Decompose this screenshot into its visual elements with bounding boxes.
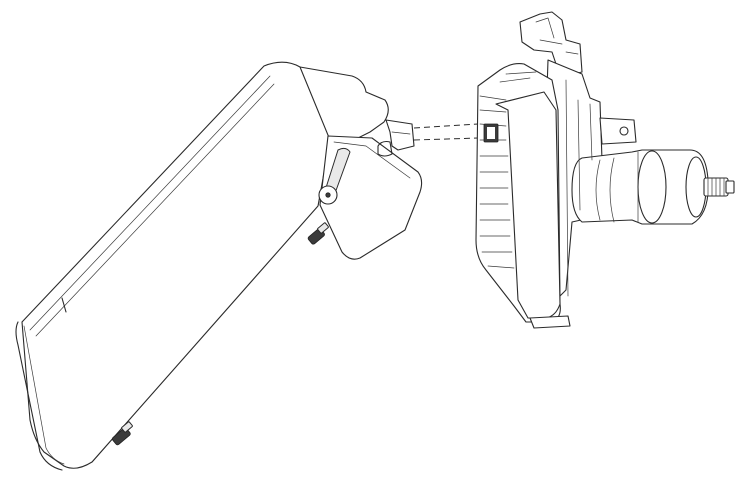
cover-edge-line-2 [35, 83, 275, 337]
side-thumbscrew [307, 222, 329, 245]
bottom-thumbscrew [111, 421, 133, 446]
cover-assembly [15, 61, 389, 471]
latch-hook [377, 140, 393, 157]
latch-tab-fold [391, 131, 411, 135]
drive-gear [703, 177, 735, 197]
alignment-lines [413, 123, 479, 141]
top-mechanism-detail [535, 17, 579, 55]
top-mechanism [519, 11, 583, 77]
hinge-bracket [318, 119, 423, 260]
pivot-knob-center [325, 192, 331, 198]
housing-foot [529, 315, 571, 329]
connector-slot-opening [487, 127, 495, 139]
frame-bracket [599, 117, 637, 145]
cover-edge-line-1 [29, 75, 271, 331]
frame-bracket-hole [619, 126, 629, 136]
hinge-bracket-inner [333, 141, 411, 179]
alignment-line-top [413, 123, 479, 129]
hinge-bracket-body [319, 135, 423, 260]
cover-bottom-lip [15, 321, 63, 471]
cover-front-panel [21, 61, 331, 469]
latch-tab [385, 119, 415, 151]
print-module [475, 11, 735, 329]
cover-bottom-lip-inner [23, 325, 65, 465]
housing-front-face [495, 91, 561, 319]
frame-detail-lines [565, 79, 593, 297]
drive-motor [571, 149, 709, 225]
alignment-line-bottom [413, 137, 479, 141]
cover-small-tab [61, 297, 67, 313]
